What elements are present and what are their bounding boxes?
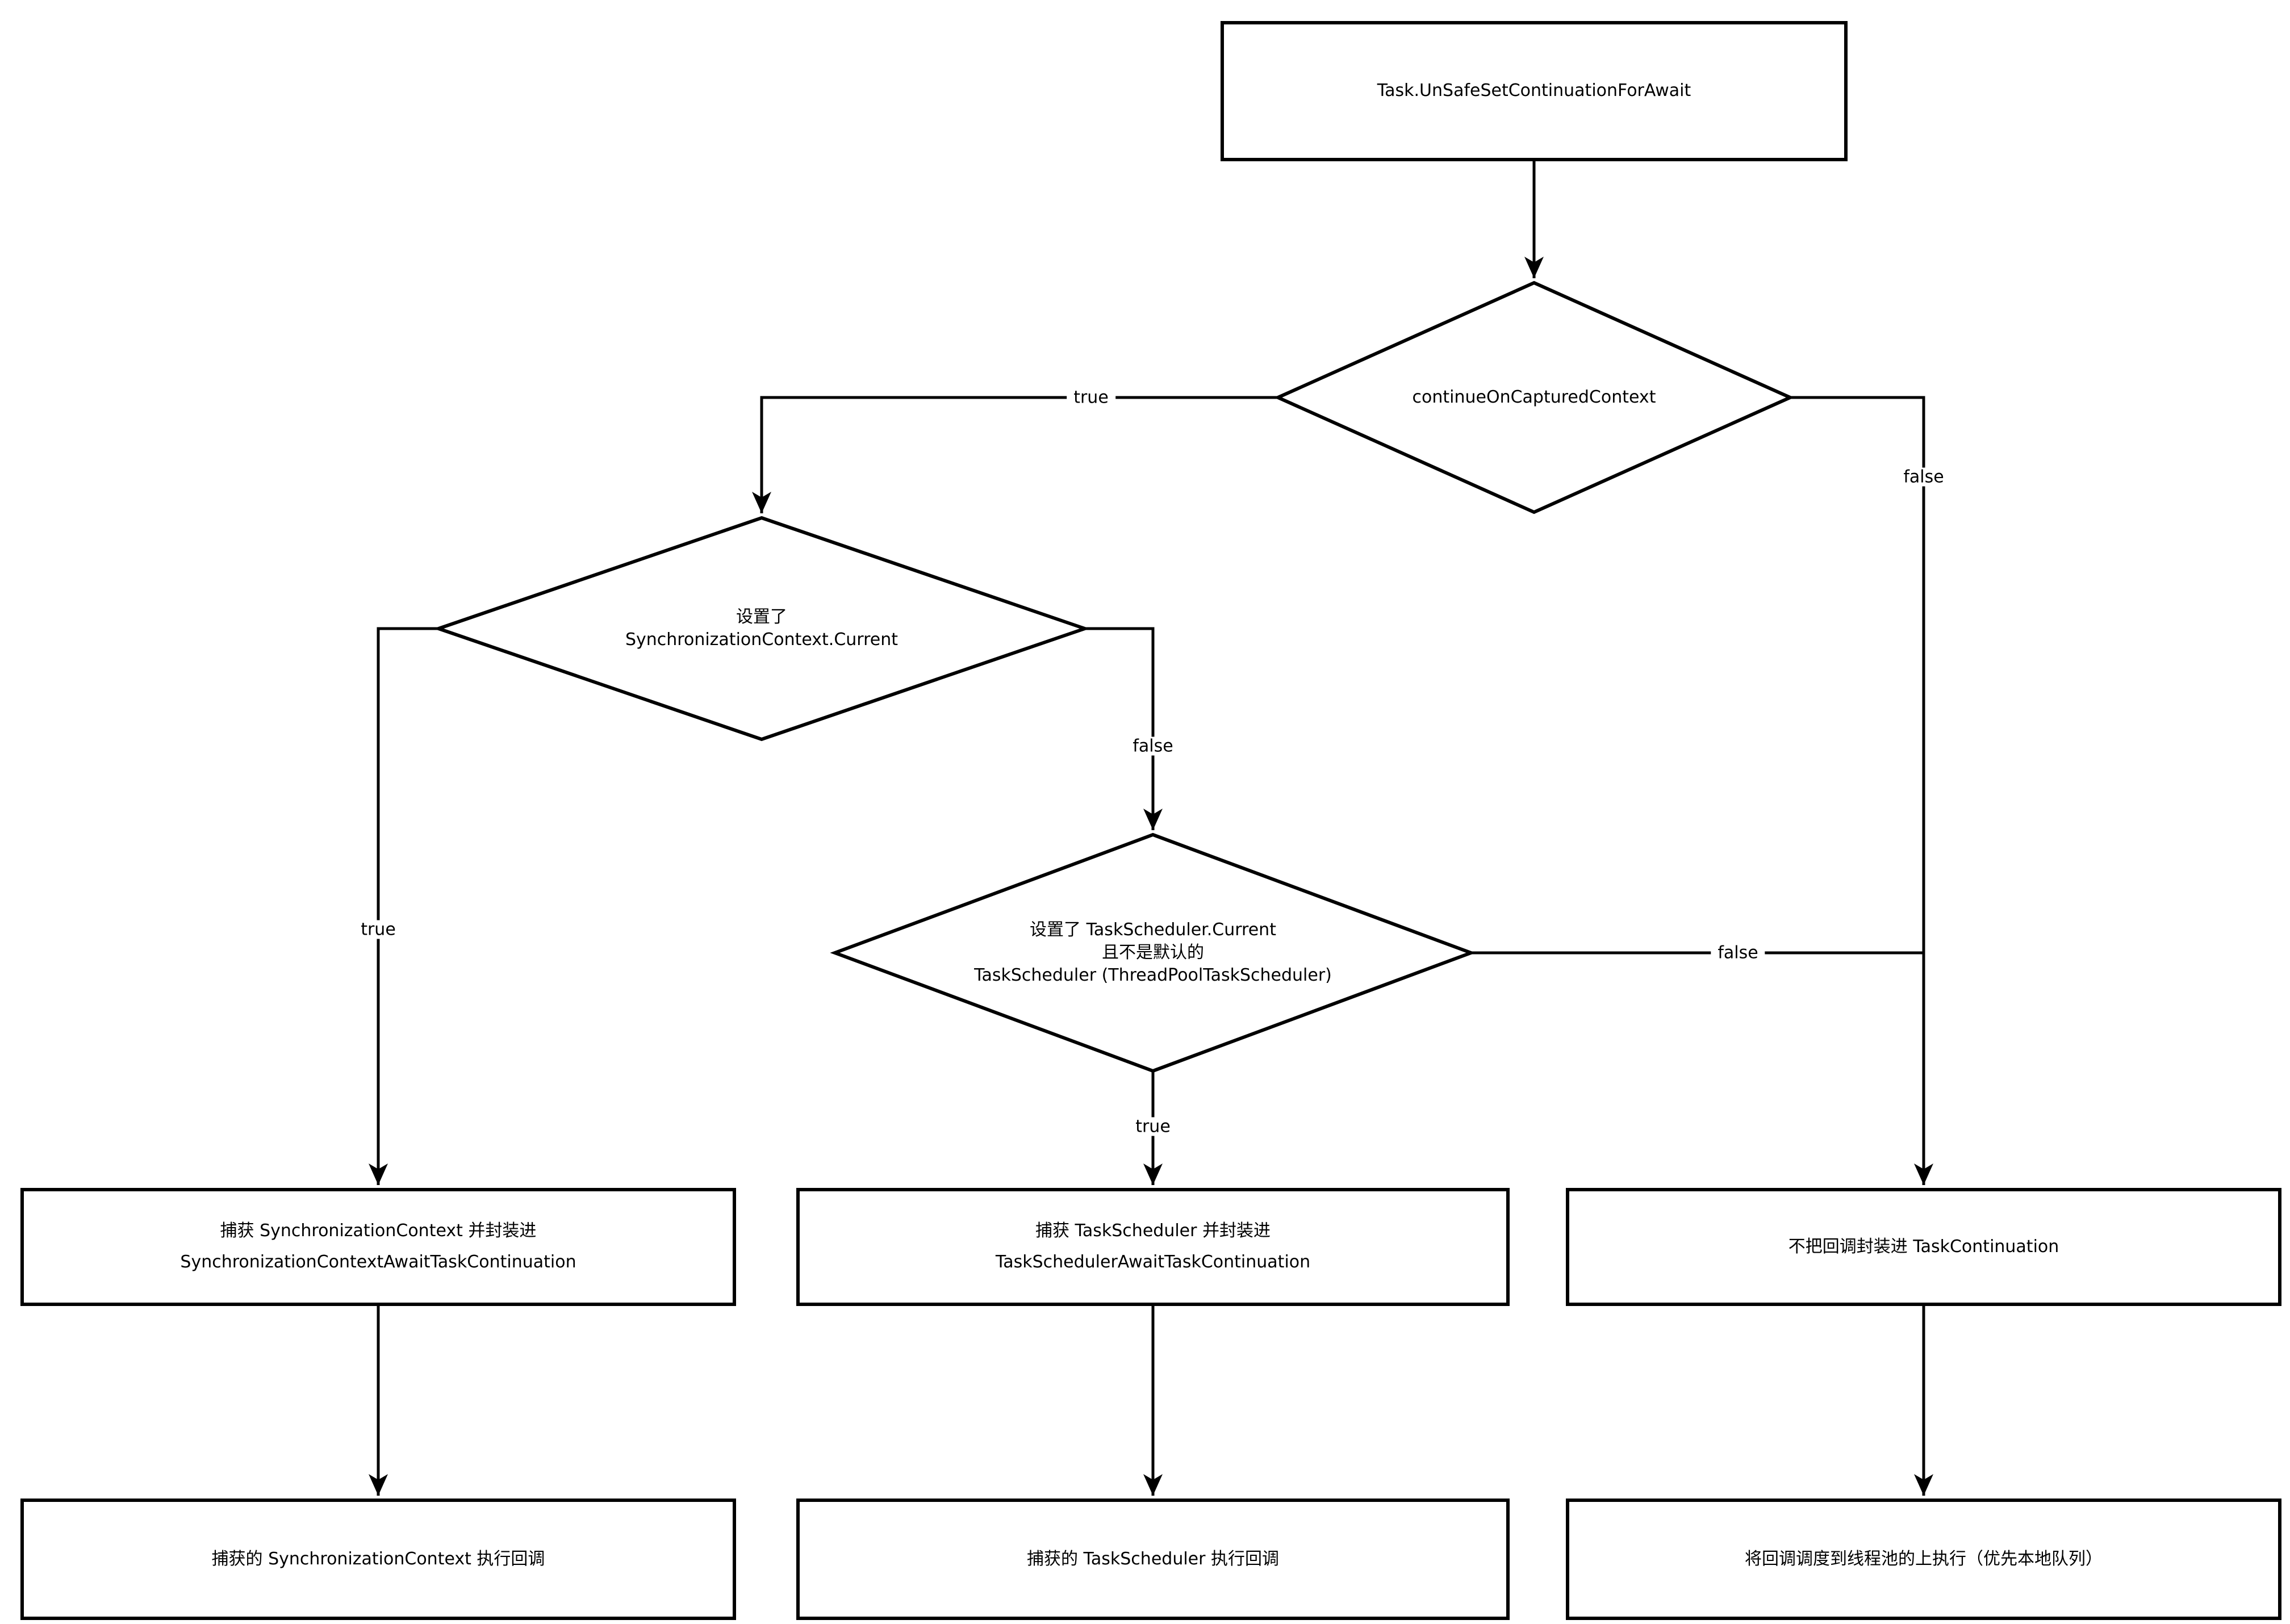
edge-label-sync-false: false [1126,736,1180,756]
capture-sync-context-box [20,1188,736,1306]
exec-sync-context-box [20,1499,736,1620]
exec-task-scheduler-box [796,1499,1510,1620]
start-node-box [1221,21,1848,161]
edge-label-scheduler-false: false [1711,943,1765,962]
sync-context-decision-diamond [433,516,1090,742]
edge-captured-false-to-no-wrap [1790,396,1933,1185]
edge-label-captured-true: true [1067,388,1115,407]
captured-context-decision-diamond [1273,281,1795,514]
edge-sync-false-to-scheduler-decision [1085,627,1163,830]
edge-label-scheduler-true: true [1129,1117,1177,1136]
task-scheduler-decision-diamond [830,832,1476,1073]
edge-label-sync-true: true [354,920,403,939]
edge-captured-true-to-sync-decision [752,396,1278,513]
edge-label-captured-false: false [1896,467,1951,487]
schedule-thread-pool-box [1566,1499,2281,1620]
edge-sync-true-to-capture-sync [369,627,438,1185]
capture-task-scheduler-box [796,1188,1510,1306]
no-wrap-continuation-box [1566,1188,2281,1306]
